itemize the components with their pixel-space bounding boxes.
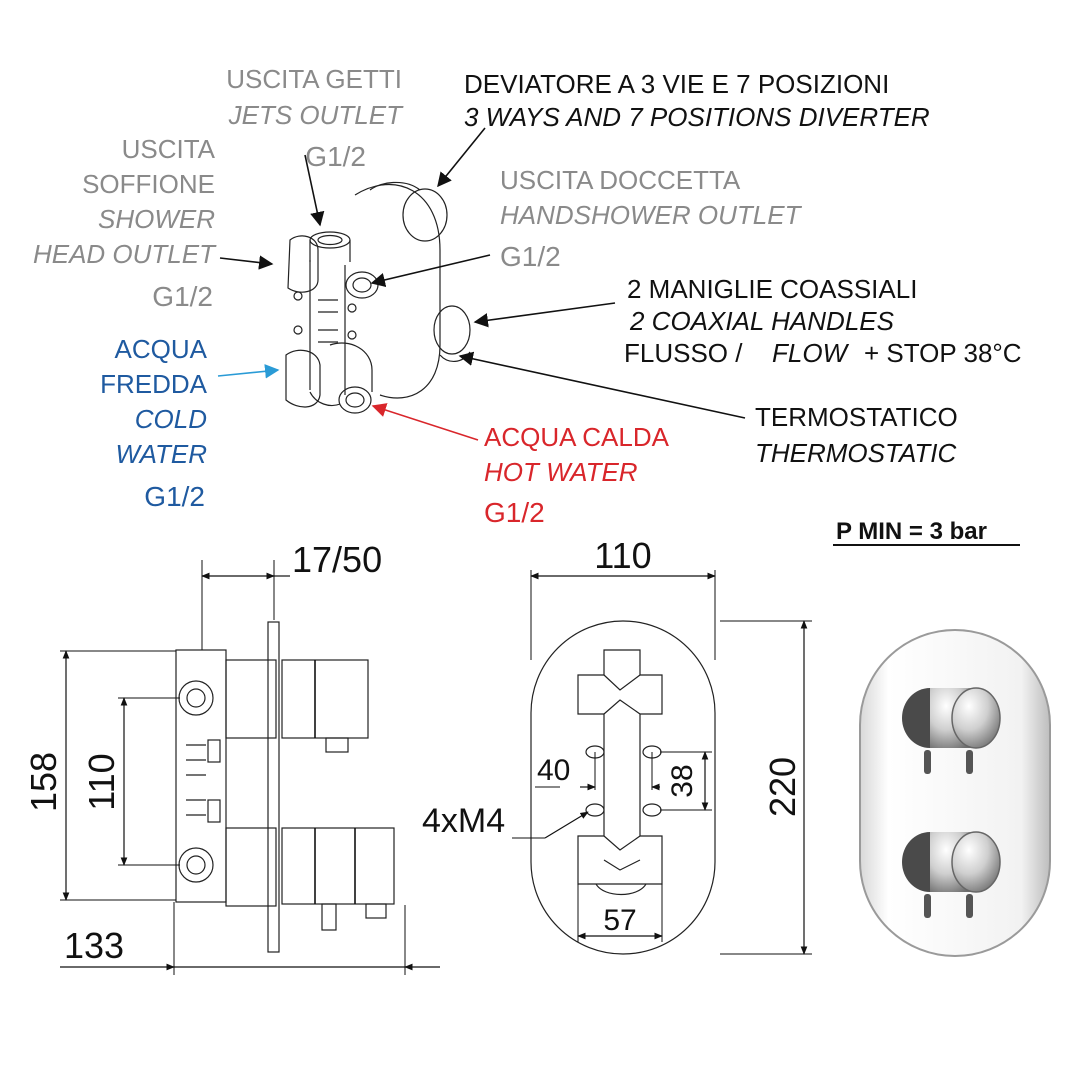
jets-outlet-en: JETS OUTLET bbox=[228, 100, 404, 130]
label-handshower-outlet: USCITA DOCCETTA HANDSHOWER OUTLET G1/2 bbox=[500, 165, 803, 272]
dim-158: 158 bbox=[23, 752, 64, 812]
dim-133: 133 bbox=[64, 925, 124, 966]
shower-outlet-en-2: HEAD OUTLET bbox=[33, 239, 217, 269]
cold-water-it-2: FREDDA bbox=[100, 369, 208, 399]
dim-57: 57 bbox=[603, 904, 636, 937]
flow-en: FLOW bbox=[772, 338, 850, 368]
jets-outlet-size: G1/2 bbox=[305, 141, 366, 172]
flow-stop: + STOP 38°C bbox=[864, 338, 1022, 368]
flow-it: FLUSSO / bbox=[624, 338, 743, 368]
label-shower-head-outlet: USCITA SOFFIONE SHOWER HEAD OUTLET G1/2 bbox=[33, 134, 217, 312]
dim-110-top: 110 bbox=[594, 535, 651, 576]
pmin-text: P MIN = 3 bar bbox=[836, 518, 987, 545]
handshower-outlet-size: G1/2 bbox=[500, 241, 561, 272]
cold-water-en-2: WATER bbox=[116, 439, 207, 469]
front-view-dimensions: 110 220 40 38 57 4xM4 bbox=[422, 535, 812, 955]
thermostatic-it: TERMOSTATICO bbox=[755, 402, 958, 432]
coaxial-handles-en: 2 COAXIAL HANDLES bbox=[629, 306, 895, 336]
handshower-outlet-en: HANDSHOWER OUTLET bbox=[500, 200, 803, 230]
front-view-drawing bbox=[530, 620, 716, 955]
cold-water-en-1: COLD bbox=[135, 404, 207, 434]
shower-outlet-en-1: SHOWER bbox=[98, 204, 215, 234]
dim-220: 220 bbox=[762, 757, 803, 817]
hot-water-en: HOT WATER bbox=[484, 457, 638, 487]
cold-water-size: G1/2 bbox=[144, 481, 205, 512]
dim-4xm4: 4xM4 bbox=[422, 802, 505, 840]
shower-outlet-size: G1/2 bbox=[152, 281, 213, 312]
coaxial-handles-it: 2 MANIGLIE COASSIALI bbox=[627, 274, 917, 304]
mixer-body-illustration bbox=[285, 181, 471, 414]
dim-110-side: 110 bbox=[81, 753, 122, 810]
diverter-it: DEVIATORE A 3 VIE E 7 POSIZIONI bbox=[464, 69, 889, 99]
label-jets-outlet: USCITA GETTI JETS OUTLET G1/2 bbox=[226, 64, 404, 172]
side-view-dimensions: 17/50 158 110 133 bbox=[23, 539, 440, 975]
shower-outlet-it-2: SOFFIONE bbox=[82, 169, 215, 199]
label-cold-water: ACQUA FREDDA COLD WATER G1/2 bbox=[100, 334, 208, 512]
dim-17-50: 17/50 bbox=[292, 539, 382, 580]
label-coaxial-handles: 2 MANIGLIE COASSIALI 2 COAXIAL HANDLES F… bbox=[624, 274, 1022, 368]
label-hot-water: ACQUA CALDA HOT WATER G1/2 bbox=[484, 422, 670, 528]
hot-water-it: ACQUA CALDA bbox=[484, 422, 670, 452]
handshower-outlet-it: USCITA DOCCETTA bbox=[500, 165, 741, 195]
callout-arrows bbox=[217, 127, 746, 441]
shower-outlet-it-1: USCITA bbox=[122, 134, 216, 164]
dim-38: 38 bbox=[666, 764, 699, 797]
diverter-en: 3 WAYS AND 7 POSITIONS DIVERTER bbox=[464, 102, 930, 132]
thermostatic-en: THERMOSTATIC bbox=[755, 438, 956, 468]
label-pmin: P MIN = 3 bar bbox=[833, 518, 1020, 546]
jets-outlet-it: USCITA GETTI bbox=[226, 64, 402, 94]
label-diverter: DEVIATORE A 3 VIE E 7 POSIZIONI 3 WAYS A… bbox=[464, 69, 930, 132]
dim-40: 40 bbox=[537, 754, 570, 787]
product-render bbox=[859, 629, 1051, 957]
hot-water-size: G1/2 bbox=[484, 497, 545, 528]
cold-water-it-1: ACQUA bbox=[115, 334, 208, 364]
side-view-drawing bbox=[175, 621, 395, 953]
label-thermostatic: TERMOSTATICO THERMOSTATIC bbox=[755, 402, 958, 468]
